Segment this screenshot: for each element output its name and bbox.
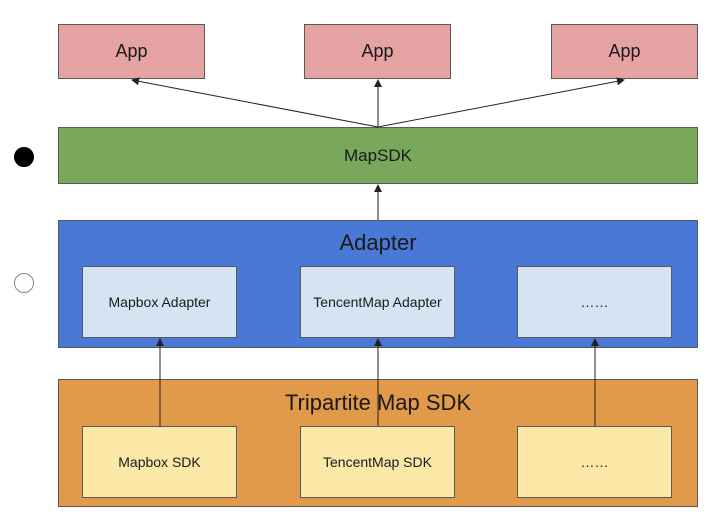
sdk-item-more: …… xyxy=(517,426,672,498)
tripartite-title: Tripartite Map SDK xyxy=(284,390,472,415)
adapter-title: Adapter xyxy=(339,230,417,255)
sdk-item-tencentmap: TencentMap SDK xyxy=(300,426,455,498)
adapter-item-mapbox: Mapbox Adapter xyxy=(82,266,237,338)
filled-dot-icon xyxy=(14,147,34,167)
empty-dot-icon xyxy=(14,273,34,293)
arrow-mapsdk-to-app-1 xyxy=(131,77,379,128)
mapsdk-box: MapSDK xyxy=(58,127,698,184)
adapter-item-tencentmap: TencentMap Adapter xyxy=(300,266,455,338)
sdk-item-mapbox: Mapbox SDK xyxy=(82,426,237,498)
app-box-1: App xyxy=(58,24,205,79)
app-box-2: App xyxy=(304,24,451,79)
adapter-item-more: …… xyxy=(517,266,672,338)
arrow-mapsdk-to-app-3 xyxy=(377,77,625,128)
app-box-3: App xyxy=(551,24,698,79)
